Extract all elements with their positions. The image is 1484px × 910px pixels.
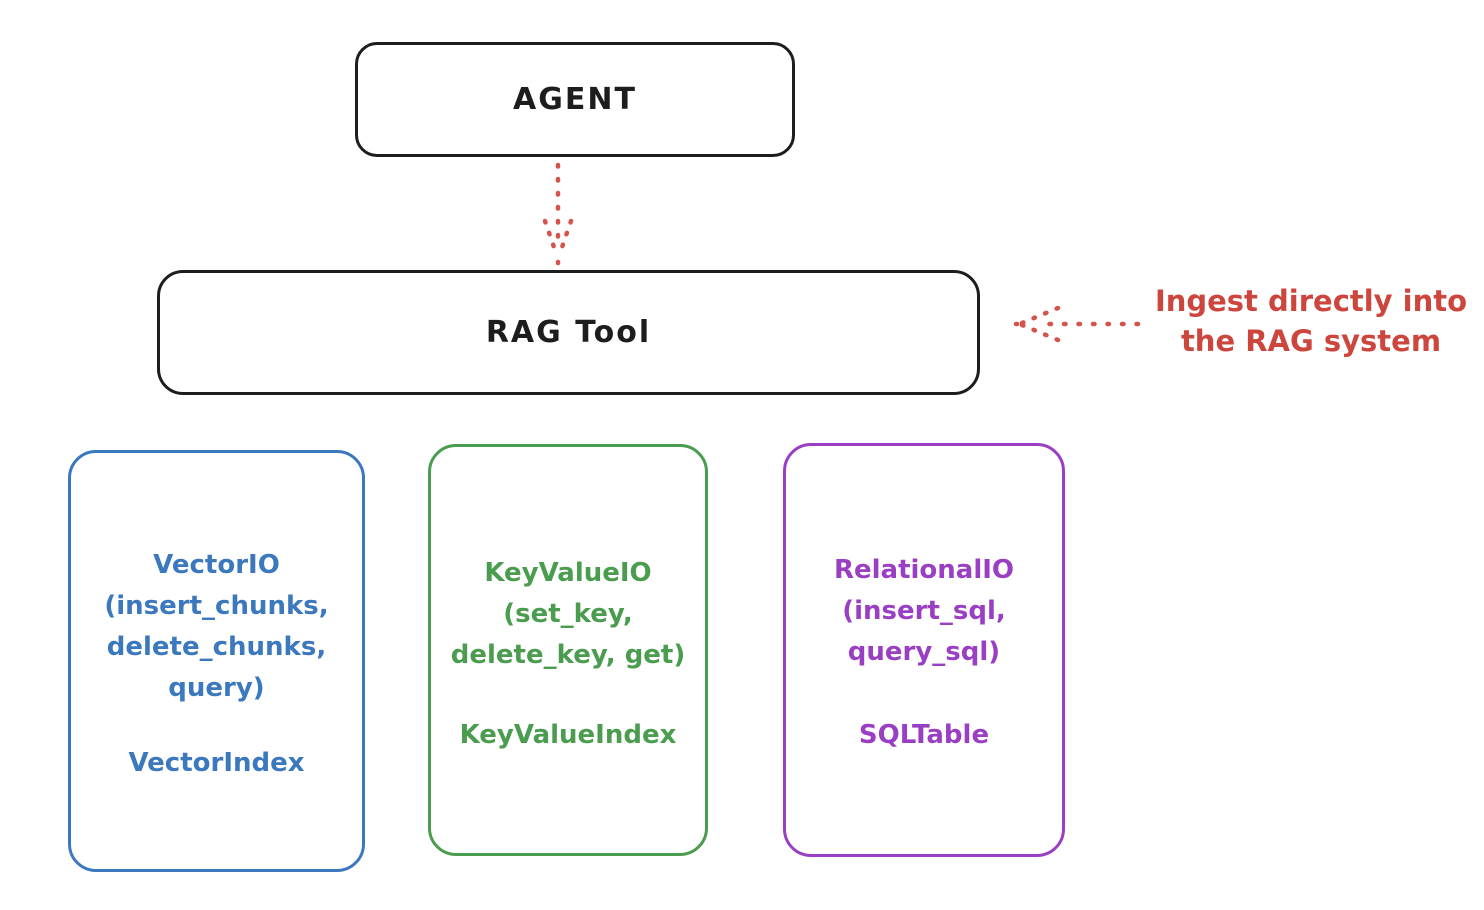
key-value-io-line: delete_key, get)	[450, 640, 686, 670]
agent-to-rag-arrow-icon	[542, 162, 574, 266]
agent-node: AGENT	[355, 42, 795, 157]
ingest-annotation-line1: Ingest directly into	[1154, 284, 1468, 318]
rag-tool-node: RAG Tool	[157, 270, 980, 395]
vector-io-line: delete_chunks,	[106, 632, 327, 662]
rag-tool-node-label: RAG Tool	[485, 315, 652, 350]
key-value-io-line: KeyValueIO	[484, 558, 652, 588]
vector-io-line: query)	[168, 673, 265, 703]
vector-io-line: VectorIO	[153, 550, 280, 580]
vector-io-node: VectorIO (insert_chunks, delete_chunks, …	[68, 450, 365, 872]
vector-io-line: (insert_chunks,	[104, 591, 329, 621]
relational-io-line: query_sql)	[847, 637, 1001, 667]
agent-node-label: AGENT	[513, 82, 637, 117]
sql-table-label: SQLTable	[858, 720, 990, 750]
relational-io-node: RelationalIO (insert_sql, query_sql) SQL…	[783, 443, 1065, 857]
vector-index-label: VectorIndex	[128, 748, 305, 778]
relational-io-line: RelationalIO	[833, 555, 1015, 585]
key-value-io-line: (set_key,	[503, 599, 633, 629]
ingest-annotation-arrow-icon	[1013, 305, 1141, 343]
relational-io-line: (insert_sql,	[842, 596, 1006, 626]
ingest-annotation: Ingest directly into the RAG system	[1143, 281, 1479, 361]
key-value-io-node: KeyValueIO (set_key, delete_key, get) Ke…	[428, 444, 708, 856]
ingest-annotation-line2: the RAG system	[1180, 324, 1442, 358]
key-value-index-label: KeyValueIndex	[459, 720, 677, 750]
